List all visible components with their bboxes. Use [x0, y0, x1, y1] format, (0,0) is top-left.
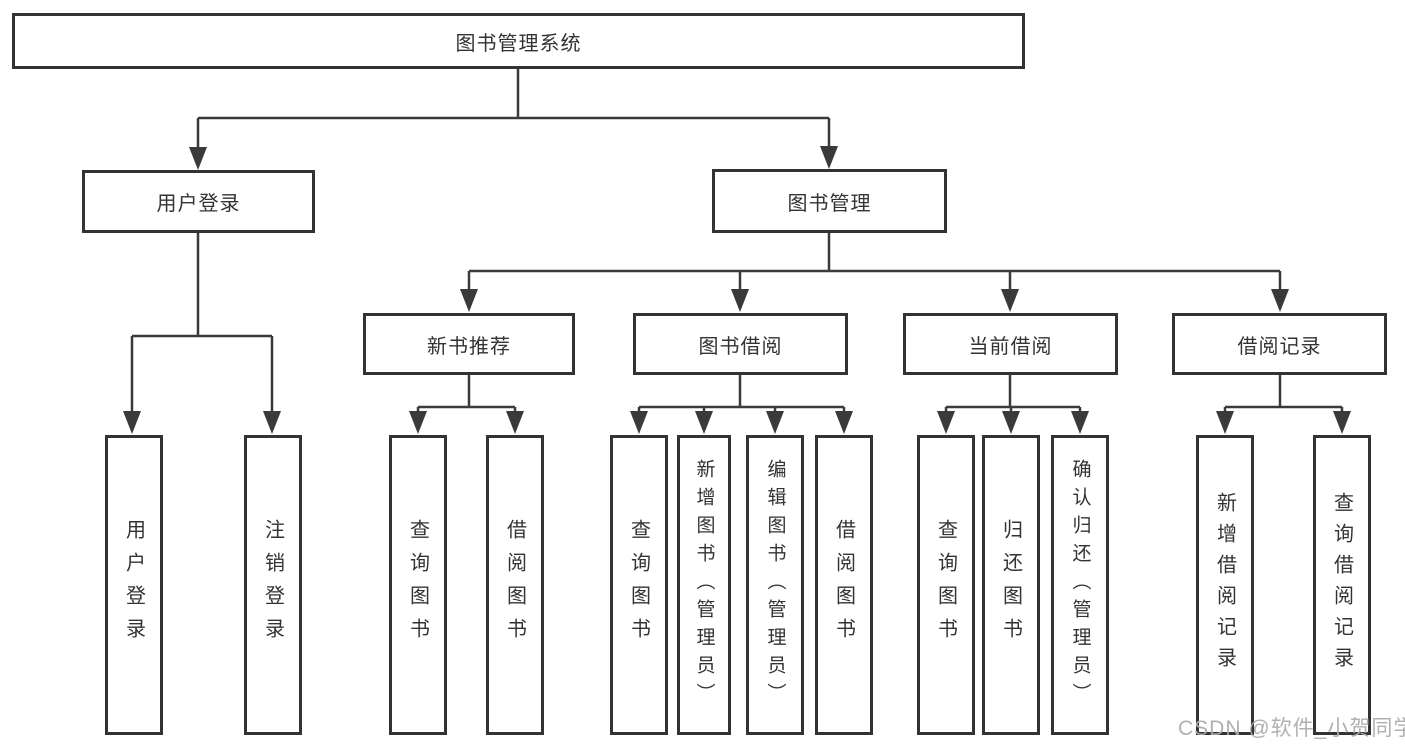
- leaf-query-borrow-record: 查询借阅记录: [1313, 435, 1371, 735]
- connector-borrowing-to-leaves: [637, 375, 846, 416]
- leaf-query-book: 查询图书: [610, 435, 668, 735]
- node-book-borrowing: 图书借阅: [633, 313, 848, 375]
- leaf-user-login: 用户登录: [105, 435, 163, 735]
- connector-records-to-leaves: [1223, 375, 1344, 416]
- node-root: 图书管理系统: [12, 13, 1025, 69]
- node-book-management: 图书管理: [712, 169, 947, 233]
- node-current-borrowing: 当前借阅: [903, 313, 1118, 375]
- leaf-borrow-book: 借阅图书: [486, 435, 544, 735]
- leaf-add-book-admin: 新增图书（管理员）: [677, 435, 731, 735]
- connector-userlogin-to-leaves: [130, 233, 274, 414]
- node-borrowing-records: 借阅记录: [1172, 313, 1387, 375]
- node-new-book-recommend: 新书推荐: [363, 313, 575, 375]
- csdn-watermark: CSDN @软件_小贺同学: [1178, 717, 1405, 740]
- leaf-query-book: 查询图书: [389, 435, 447, 735]
- leaf-borrow-book: 借阅图书: [815, 435, 873, 735]
- leaf-logout: 注销登录: [244, 435, 302, 735]
- leaf-query-book: 查询图书: [917, 435, 975, 735]
- leaf-confirm-return-admin: 确认归还（管理员）: [1051, 435, 1109, 735]
- connector-bookmgmt-to-level3: [467, 233, 1282, 294]
- connector-root-to-level2: [196, 69, 831, 150]
- connector-current-to-leaves: [944, 375, 1082, 416]
- leaf-add-borrow-record: 新增借阅记录: [1196, 435, 1254, 735]
- leaf-edit-book-admin: 编辑图书（管理员）: [746, 435, 804, 735]
- node-user-login: 用户登录: [82, 170, 315, 233]
- leaf-return-book: 归还图书: [982, 435, 1040, 735]
- connector-newbook-to-leaves: [416, 375, 517, 416]
